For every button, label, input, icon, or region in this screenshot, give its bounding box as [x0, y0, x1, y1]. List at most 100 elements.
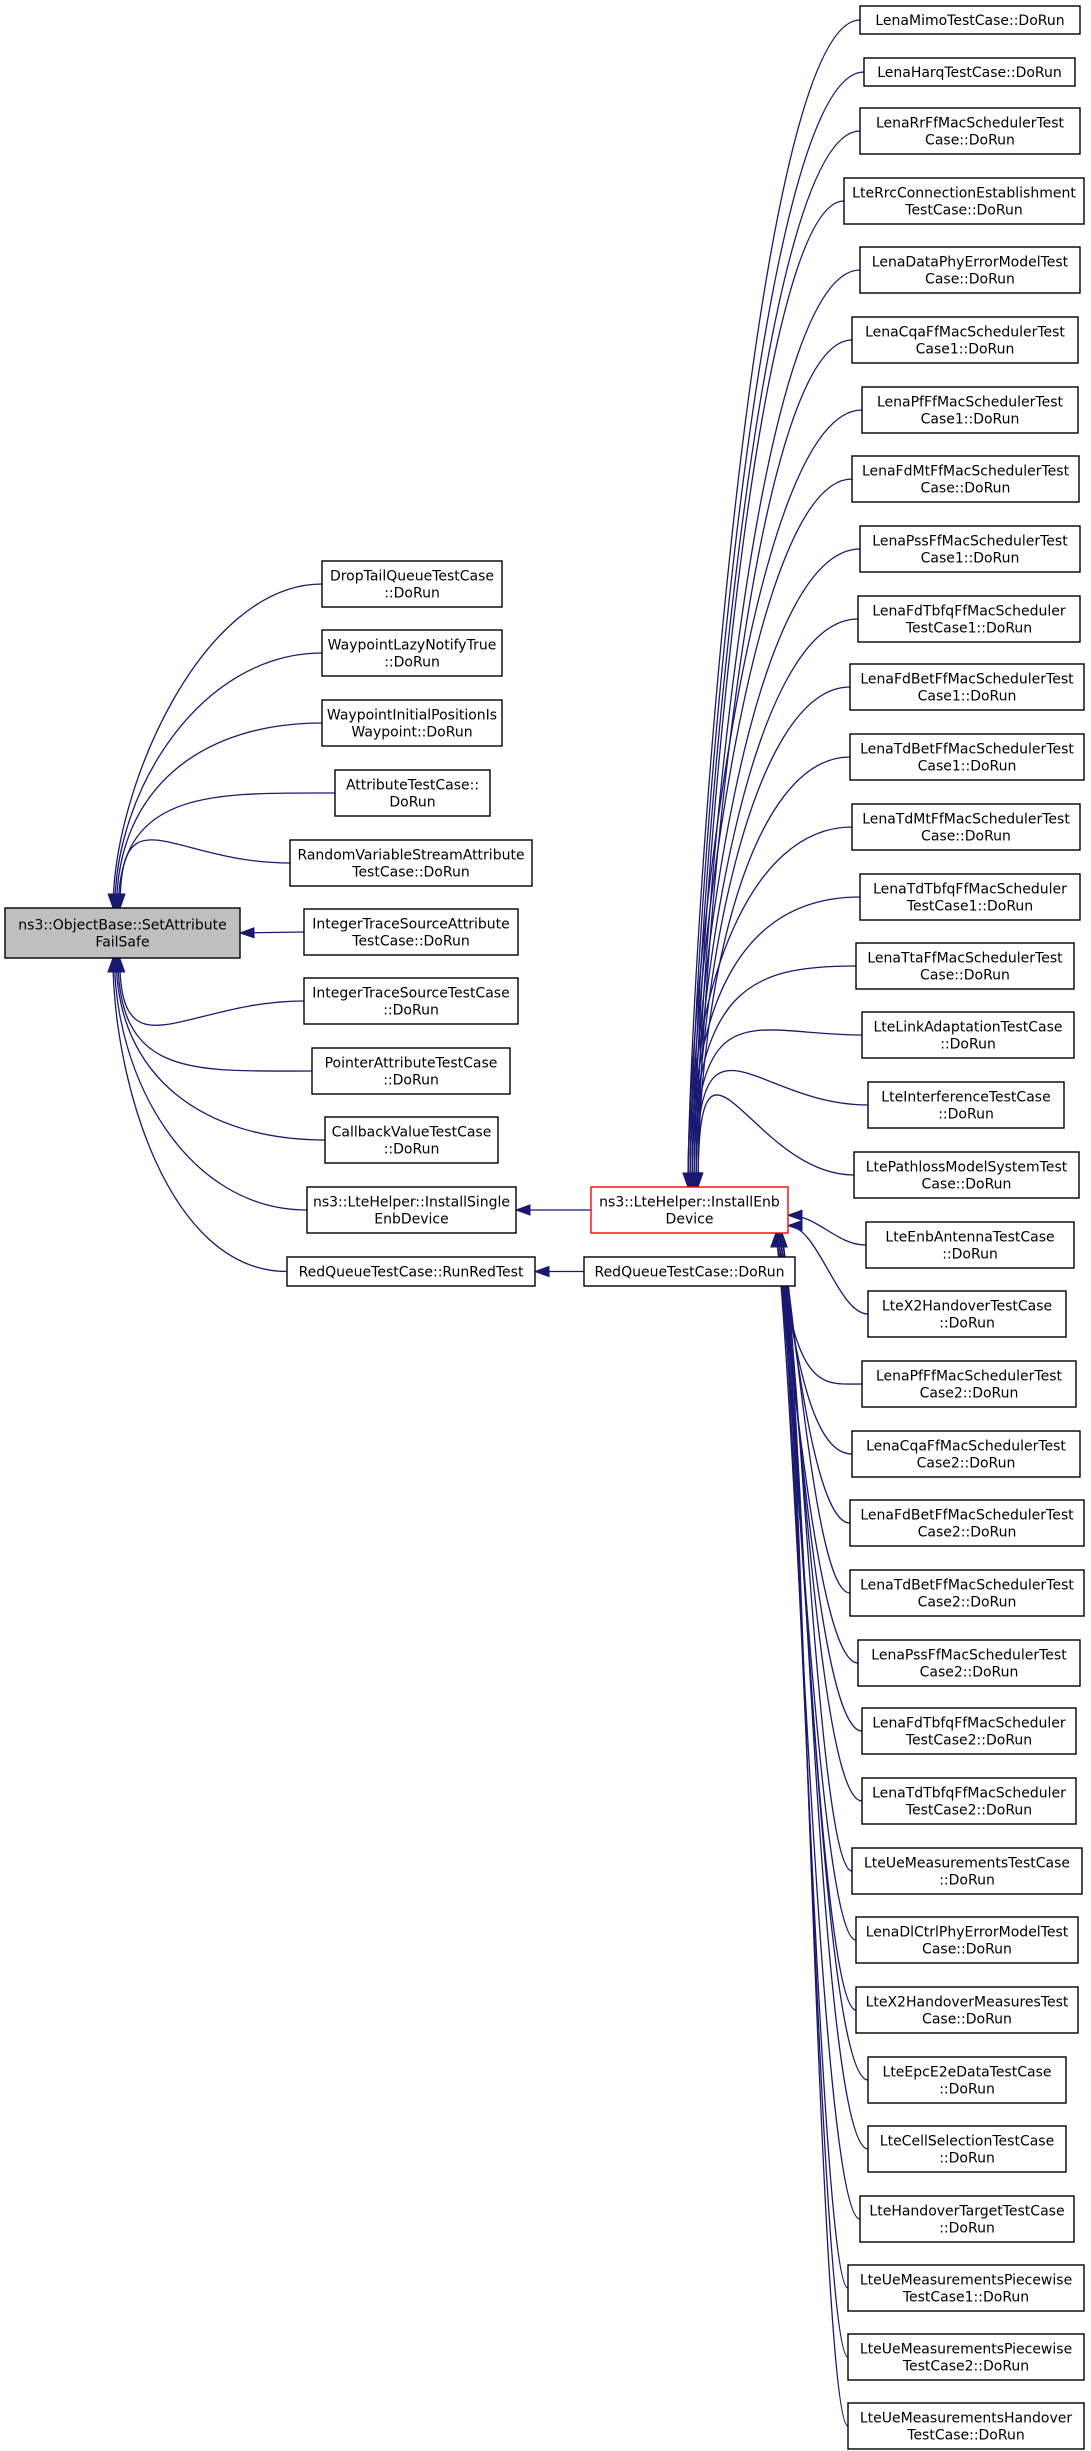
node-box[interactable] [289, 839, 533, 887]
node-droptailqueuetestcase-dorun[interactable]: DropTailQueueTestCase::DoRun [321, 560, 503, 608]
node-box[interactable] [849, 1569, 1085, 1617]
node-box[interactable] [867, 2125, 1067, 2173]
node-lteuemeasurementspiecewisetestcase2-dorun[interactable]: LteUeMeasurementsPiecewiseTestCase2::DoR… [847, 2333, 1085, 2381]
node-box[interactable] [286, 1256, 536, 1287]
node-lterrcconnectionestablishmenttestcase-dorun[interactable]: LteRrcConnectionEstablishmentTestCase::D… [843, 177, 1085, 225]
node-box[interactable] [849, 733, 1085, 781]
node-lteuemeasurementspiecewisetestcase1-dorun[interactable]: LteUeMeasurementsPiecewiseTestCase1::DoR… [847, 2264, 1085, 2312]
node-box[interactable] [867, 1081, 1065, 1129]
node-box[interactable] [843, 177, 1085, 225]
node-box[interactable] [303, 977, 519, 1025]
node-box[interactable] [859, 873, 1081, 921]
node-box[interactable] [303, 908, 519, 956]
node-box[interactable] [867, 1290, 1067, 1338]
node-box[interactable] [321, 560, 503, 608]
node-box[interactable] [861, 1011, 1075, 1059]
node-box[interactable] [851, 803, 1081, 851]
node-box[interactable] [855, 1986, 1079, 2034]
node-waypointlazynotifytrue-dorun[interactable]: WaypointLazyNotifyTrue::DoRun [321, 629, 503, 677]
node-lteepce2edatatestcase-dorun[interactable]: LteEpcE2eDataTestCase::DoRun [867, 2056, 1067, 2104]
node-box[interactable] [851, 316, 1079, 364]
node-box[interactable] [861, 1707, 1077, 1755]
node-integertracesourcetestcase-dorun[interactable]: IntegerTraceSourceTestCase::DoRun [303, 977, 519, 1025]
node-box[interactable] [590, 1186, 789, 1234]
node-redqueuetestcase-runredtest[interactable]: RedQueueTestCase::RunRedTest [286, 1256, 536, 1287]
node-box[interactable] [855, 942, 1075, 990]
node-redqueuetestcase-dorun[interactable]: RedQueueTestCase::DoRun [583, 1256, 796, 1287]
node-callbackvaluetestcase-dorun[interactable]: CallbackValueTestCase::DoRun [324, 1116, 499, 1164]
node-box[interactable] [324, 1116, 499, 1164]
node-box[interactable] [849, 1499, 1085, 1547]
node-lteenbantennatestcase-dorun[interactable]: LteEnbAntennaTestCase::DoRun [865, 1221, 1075, 1269]
node-box[interactable] [847, 2264, 1085, 2312]
node-box[interactable] [861, 1777, 1077, 1825]
node-lenamimotestcase-dorun[interactable]: LenaMimoTestCase::DoRun [859, 5, 1081, 35]
node-box[interactable] [863, 57, 1076, 87]
node-box[interactable] [847, 2402, 1085, 2450]
node-box[interactable] [855, 1916, 1079, 1964]
node-box[interactable] [859, 2195, 1075, 2243]
node-randomvariablestreamattributetestcase-dorun[interactable]: RandomVariableStreamAttributeTestCase::D… [289, 839, 533, 887]
node-box[interactable] [583, 1256, 796, 1287]
node-box[interactable] [851, 1847, 1083, 1895]
node-box[interactable] [4, 907, 241, 959]
node-box[interactable] [865, 1221, 1075, 1269]
node-box[interactable] [849, 663, 1085, 711]
node-ltex2handovertestcase-dorun[interactable]: LteX2HandoverTestCase::DoRun [867, 1290, 1067, 1338]
node-box[interactable] [867, 2056, 1067, 2104]
node-ltelinkadaptationtestcase-dorun[interactable]: LteLinkAdaptationTestCase::DoRun [861, 1011, 1075, 1059]
node-lenaharqtestcase-dorun[interactable]: LenaHarqTestCase::DoRun [863, 57, 1076, 87]
node-box[interactable] [859, 107, 1081, 155]
node-box[interactable] [851, 1430, 1081, 1478]
node-box[interactable] [861, 386, 1079, 434]
node-lteuemeasurementstestcase-dorun[interactable]: LteUeMeasurementsTestCase::DoRun [851, 1847, 1083, 1895]
node-box[interactable] [857, 1639, 1081, 1687]
node-lteinterferencetestcase-dorun[interactable]: LteInterferenceTestCase::DoRun [867, 1081, 1065, 1129]
node-box[interactable] [311, 1047, 511, 1095]
node-box[interactable] [853, 1151, 1080, 1199]
node-box[interactable] [321, 629, 503, 677]
node-box[interactable] [851, 455, 1080, 503]
node-integertracesourceattributetestcase-dorun[interactable]: IntegerTraceSourceAttributeTestCase::DoR… [303, 908, 519, 956]
node-box[interactable] [334, 769, 491, 817]
node-ltecellselectiontestcase-dorun[interactable]: LteCellSelectionTestCase::DoRun [867, 2125, 1067, 2173]
node-box[interactable] [847, 2333, 1085, 2381]
node-box[interactable] [861, 1360, 1077, 1408]
node-box[interactable] [306, 1186, 517, 1234]
node-attributetestcase-dorun[interactable]: AttributeTestCase::DoRun [334, 769, 491, 817]
node-pointerattributetestcase-dorun[interactable]: PointerAttributeTestCase::DoRun [311, 1047, 511, 1095]
node-box[interactable] [859, 525, 1081, 573]
node-box[interactable] [857, 595, 1081, 643]
node-box[interactable] [859, 5, 1081, 35]
node-box[interactable] [321, 699, 503, 747]
node-box[interactable] [859, 246, 1081, 294]
node-ltehandovertargettestcase-dorun[interactable]: LteHandoverTargetTestCase::DoRun [859, 2195, 1075, 2243]
